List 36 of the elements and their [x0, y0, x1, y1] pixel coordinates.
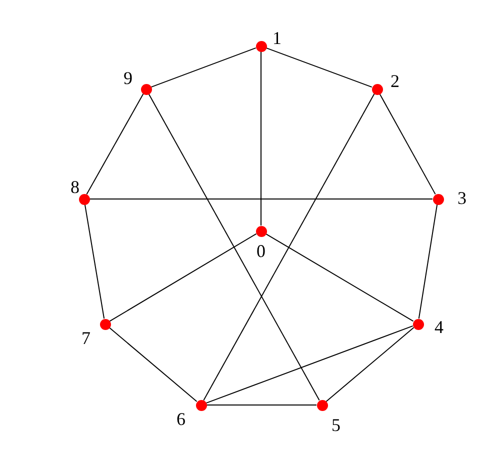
vertex-label: 4 — [434, 318, 444, 336]
vertex-dot — [100, 318, 110, 330]
vertex-dot — [316, 400, 328, 410]
graph-edge — [206, 325, 414, 404]
graph-edge — [86, 93, 144, 195]
vertex-dot — [140, 84, 152, 94]
graph-edge — [203, 93, 375, 401]
vertex-dot — [372, 84, 382, 94]
graph-edge — [260, 51, 262, 226]
vertex-label: 7 — [82, 329, 90, 347]
vertex-label: 8 — [70, 178, 80, 196]
graph-edge — [379, 93, 436, 195]
vertex-label: 1 — [272, 29, 282, 47]
graph-edge — [150, 47, 256, 88]
graph-edge — [109, 233, 257, 322]
graph-edge — [108, 327, 198, 402]
vertex-label: 6 — [176, 410, 186, 428]
vertex-dot — [196, 400, 206, 410]
graph-edge — [89, 198, 433, 200]
graph-edge — [418, 204, 438, 320]
vertex-label: 3 — [458, 189, 466, 207]
graph-edge — [148, 93, 320, 401]
vertex-label: 0 — [256, 242, 266, 260]
graph-edge — [206, 404, 317, 406]
vertex-dot — [432, 194, 444, 204]
graph-edge — [265, 233, 414, 322]
vertex-label: 9 — [124, 69, 132, 87]
graph-edge — [266, 47, 372, 88]
vertex-label: 5 — [332, 416, 340, 434]
vertex-dot — [256, 226, 266, 236]
graph-edge — [84, 204, 105, 320]
graph-edge — [326, 327, 414, 402]
vertex-dot — [412, 318, 424, 330]
vertex-dot — [78, 194, 90, 204]
vertex-dot — [256, 40, 266, 52]
vertex-label: 2 — [390, 72, 400, 90]
